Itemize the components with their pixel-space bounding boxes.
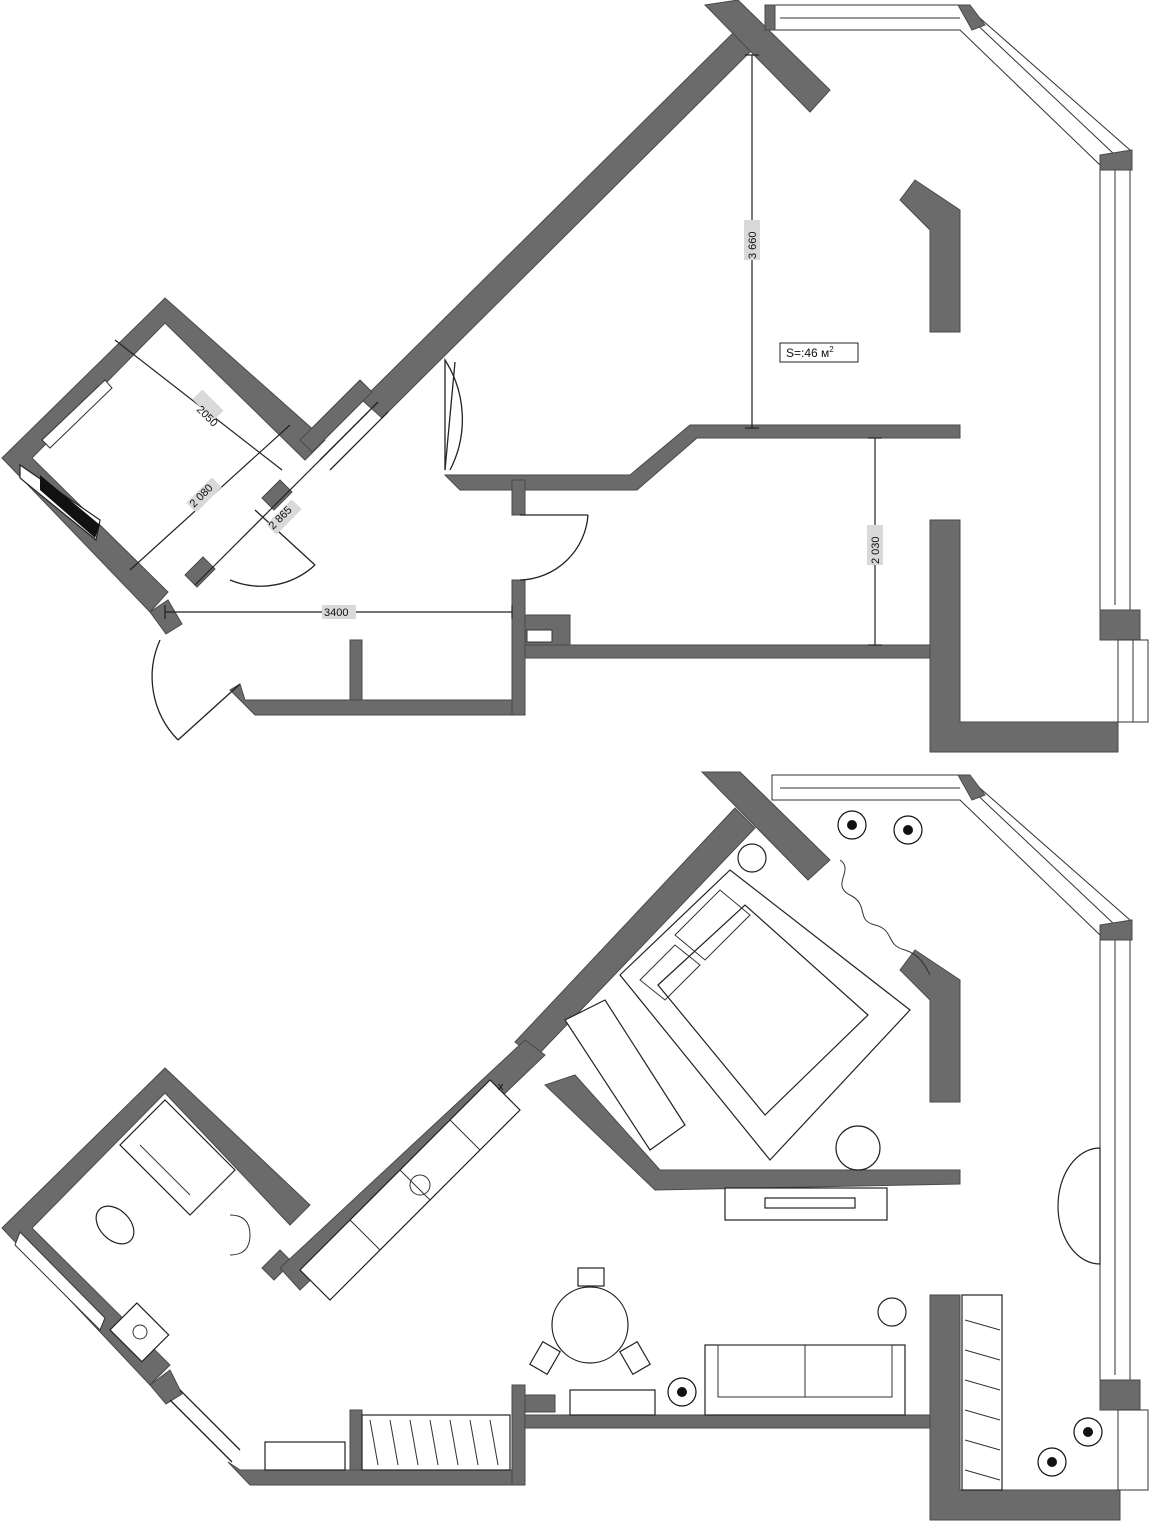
top-diagonal-wall	[361, 27, 759, 419]
window-table	[1057, 1147, 1101, 1265]
top-bath-door	[229, 564, 316, 587]
kitchen-counter	[299, 1079, 521, 1301]
kitchen-marker: x	[498, 1081, 504, 1093]
bed	[657, 904, 869, 1116]
area-label: S=:46 м2	[786, 345, 834, 360]
top-entrance-door	[151, 639, 179, 741]
top-bedroom-door	[444, 357, 463, 471]
dim-living-depth: 2 030	[870, 536, 882, 564]
sideboard	[569, 1389, 656, 1416]
bottom-plan: x	[1, 771, 1149, 1521]
washbasin	[109, 1302, 170, 1363]
top-angled-partition	[899, 179, 961, 333]
top-corridor-wall	[511, 479, 526, 516]
area-label-box	[779, 342, 859, 363]
top-lower-wall	[514, 644, 931, 659]
nightstand-lamp	[737, 843, 767, 873]
top-upper-angled-wall	[703, 0, 831, 113]
top-bath-walls	[1, 297, 326, 613]
dim-bedroom-depth: 3 660	[747, 231, 759, 259]
hall-wardrobe	[361, 1414, 511, 1471]
desk-chair	[835, 1125, 881, 1171]
dining-table	[551, 1286, 629, 1364]
plant-icon	[667, 810, 1103, 1477]
bottom-right-lower-wall	[929, 1294, 1121, 1521]
top-living-door	[519, 514, 589, 581]
dim-hall-width: 3400	[324, 607, 348, 619]
top-right-lower-wall	[929, 519, 1119, 753]
bottom-upper-angled-wall	[700, 771, 831, 881]
bathtub	[119, 1099, 236, 1216]
closet	[961, 1294, 1003, 1491]
bottom-bedroom-wall	[544, 1074, 961, 1191]
bedroom-wardrobe	[564, 999, 686, 1151]
curtain	[839, 859, 931, 976]
toilet	[95, 1205, 135, 1245]
top-plan: 3 660 2 030 2050 2 080 2 865 3400 S=:46 …	[1, 0, 1149, 753]
